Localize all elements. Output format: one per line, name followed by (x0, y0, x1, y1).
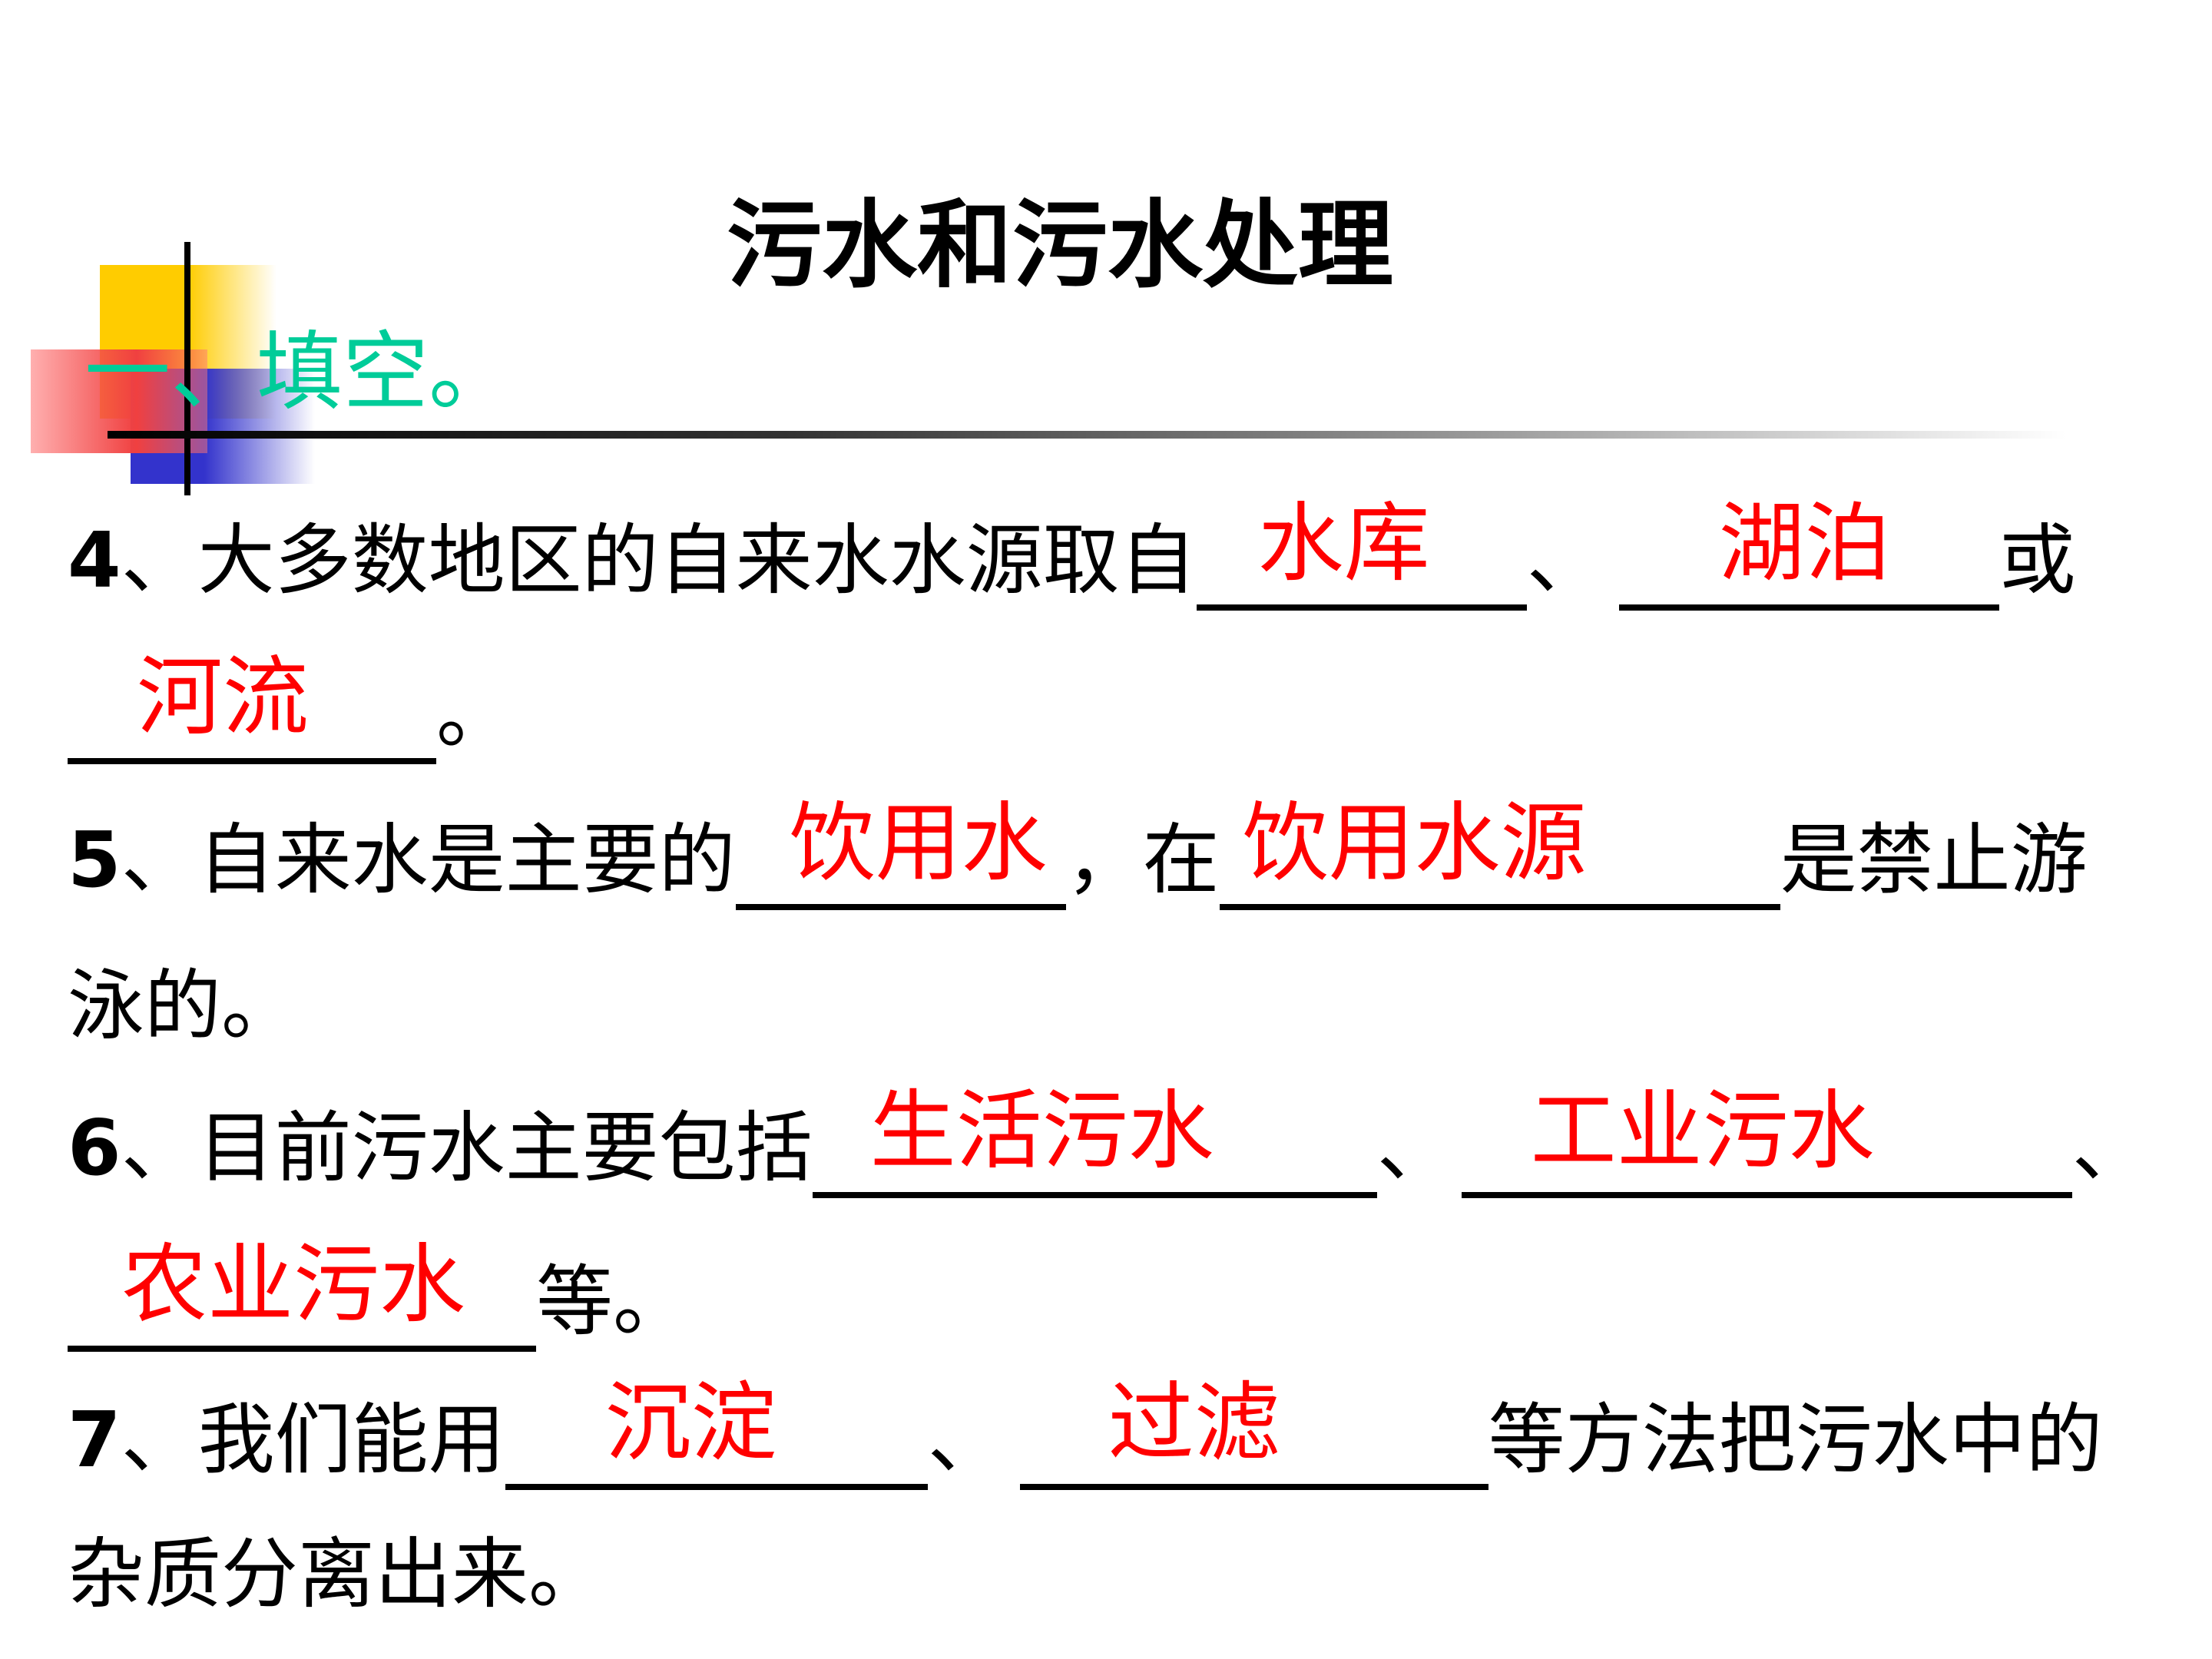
question-text: 等。 (536, 1257, 690, 1346)
question-text: 、目前污水主要包括 (121, 1103, 813, 1193)
answer-text: 生活污水 (869, 1081, 1214, 1181)
question-6-line-2: 农业污水等。 (68, 1235, 690, 1359)
answer-text: 饮用水源 (1242, 793, 1587, 893)
question-text: 泳的。 (68, 961, 298, 1051)
answer-text: 工业污水 (1530, 1081, 1875, 1181)
question-text: 杂质分离出来。 (68, 1529, 605, 1619)
question-text: 、 (2071, 1103, 2149, 1193)
question-5-line-1: 5、自来水是主要的饮用水，在饮用水源 是禁止游 (68, 793, 2088, 918)
answer-blank[interactable]: 水库 (1196, 494, 1527, 618)
answer-blank[interactable]: 过滤 (1019, 1373, 1488, 1498)
answer-blank[interactable]: 湖泊 (1618, 494, 1999, 618)
decorative-vertical-line (184, 242, 190, 495)
answer-blank[interactable]: 沉淀 (505, 1373, 928, 1498)
question-number: 6 (68, 1103, 121, 1193)
question-text: 、自来水是主要的 (121, 815, 736, 905)
answer-text: 饮用水 (789, 793, 1048, 893)
question-text: 、我们能用 (121, 1395, 505, 1485)
question-5-line-2: 泳的。 (68, 949, 298, 1064)
question-6-line-1: 6、目前污水主要包括生活污水、工业污水、 (68, 1081, 2149, 1206)
question-text: ，在 (1065, 815, 1220, 905)
question-number: 4 (68, 515, 121, 605)
question-text: 或 (1998, 515, 2076, 605)
question-7-line-1: 7、我们能用 沉淀 、 过滤 等方法把污水中的 (68, 1373, 2103, 1498)
answer-blank[interactable]: 饮用水源 (1219, 793, 1780, 918)
answer-blank[interactable]: 饮用水 (735, 793, 1066, 918)
section-heading: 一、填空。 (84, 323, 515, 422)
question-number: 5 (68, 815, 121, 905)
answer-blank[interactable]: 农业污水 (68, 1235, 536, 1359)
answer-blank[interactable]: 河流 (68, 647, 436, 772)
question-text: 。 (436, 669, 513, 759)
question-text: 、大多数地区的自来水水源取自 (121, 515, 1197, 605)
decorative-horizontal-rule (108, 431, 2066, 439)
question-text: 等方法把污水中的 (1488, 1395, 2103, 1485)
question-4-line-2: 河流 。 (68, 647, 513, 772)
question-text: 、 (1376, 1103, 1454, 1193)
slide-title: 污水和污水处理 (726, 190, 1393, 301)
question-text: 、 (927, 1395, 1005, 1485)
question-7-line-2: 杂质分离出来。 (68, 1517, 605, 1632)
answer-text: 过滤 (1108, 1373, 1280, 1473)
question-text: 、 (1526, 515, 1604, 605)
question-text: 是禁止游 (1780, 815, 2088, 905)
question-4-line-1: 4、大多数地区的自来水水源取自水库 、 湖泊 或 (68, 494, 2076, 618)
answer-text: 河流 (137, 647, 309, 747)
answer-text: 湖泊 (1718, 494, 1891, 594)
answer-text: 沉淀 (604, 1373, 777, 1473)
answer-text: 农业污水 (121, 1235, 465, 1335)
answer-blank[interactable]: 生活污水 (812, 1081, 1377, 1206)
answer-text: 水库 (1257, 494, 1430, 594)
question-number: 7 (68, 1395, 121, 1485)
answer-blank[interactable]: 工业污水 (1461, 1081, 2072, 1206)
